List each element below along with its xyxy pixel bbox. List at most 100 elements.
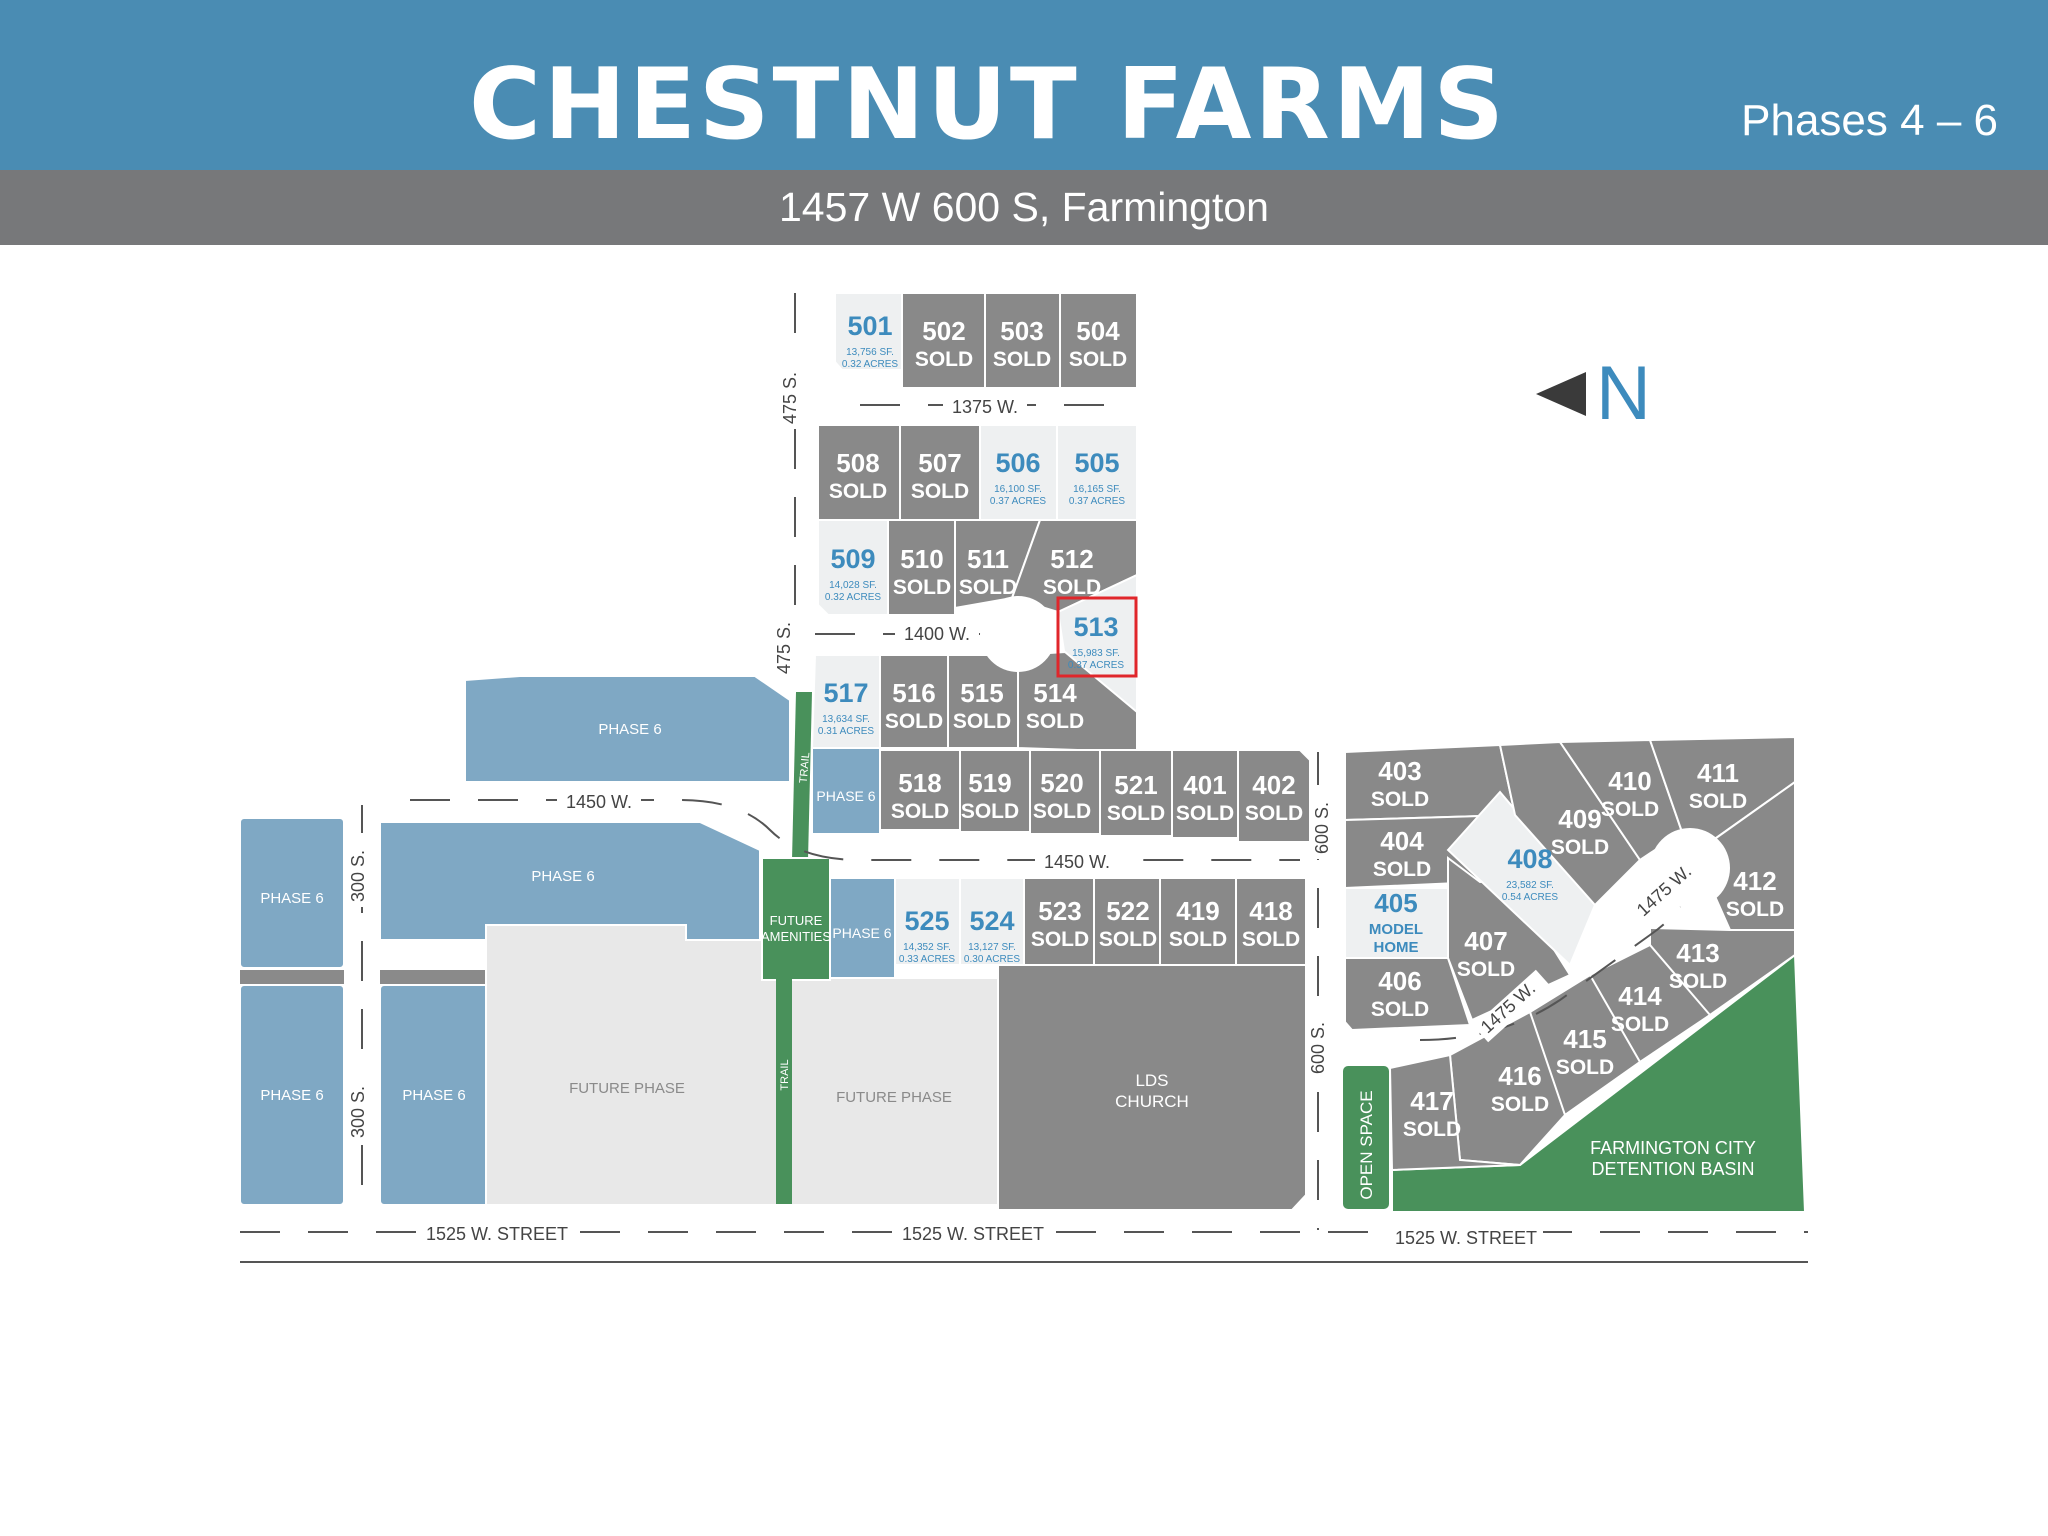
map-shapes [239, 292, 1807, 1213]
lot-504-status: SOLD [1069, 348, 1127, 371]
lot-520-number: 520 [1040, 768, 1083, 798]
lot-505-sqft: 16,165 SF. [1073, 484, 1121, 495]
lot-501-sqft: 13,756 SF. [846, 347, 894, 358]
street-label-600s-north: 600 S. [1312, 802, 1332, 854]
phase6-area-east-a [811, 747, 881, 835]
lot-513-sqft: 15,983 SF. [1072, 648, 1120, 659]
future-phase-east [789, 977, 999, 1206]
lot-513-number: 513 [1073, 612, 1118, 642]
lot-412-status: SOLD [1726, 898, 1784, 921]
phase6-label-central-b: PHASE 6 [402, 1087, 465, 1104]
phase6-label-north: PHASE 6 [598, 721, 661, 738]
lot-407-number: 407 [1464, 926, 1507, 956]
lot-401-status: SOLD [1176, 802, 1234, 825]
lot-522-status: SOLD [1099, 928, 1157, 951]
lot-409-number: 409 [1558, 804, 1601, 834]
lot-410-number: 410 [1608, 766, 1651, 796]
lot-509-acres: 0.32 ACRES [825, 592, 881, 603]
lot-408-number: 408 [1507, 844, 1552, 874]
street-label-1450w-west-bg [557, 791, 641, 813]
lot-501 [834, 292, 903, 371]
lot-503-status: SOLD [993, 348, 1051, 371]
street-label-600s-south: 600 S. [1308, 1022, 1328, 1074]
lot-417 [1388, 1053, 1521, 1172]
lot-510-number: 510 [900, 544, 943, 574]
lot-405-status-line2: HOME [1374, 939, 1419, 956]
lot-511-status: SOLD [959, 576, 1017, 599]
phase6-label-west-b: PHASE 6 [260, 1087, 323, 1104]
lot-523-status: SOLD [1031, 928, 1089, 951]
lot-508-status: SOLD [829, 480, 887, 503]
lot-515-number: 515 [960, 678, 1003, 708]
lot-507-status: SOLD [911, 480, 969, 503]
trail-label-north: TRAIL [798, 752, 813, 784]
lot-516-number: 516 [892, 678, 935, 708]
lot-525-acres: 0.33 ACRES [899, 954, 955, 965]
divider-strip [380, 970, 490, 984]
phase6-label-central: PHASE 6 [531, 868, 594, 885]
cul-de-sac-1400w [980, 596, 1056, 672]
street-label-1525w-east: 1525 W. STREET [1395, 1228, 1537, 1248]
lot-517-sqft: 13,634 SF. [822, 714, 870, 725]
lot-409-status: SOLD [1551, 836, 1609, 859]
lot-415-status: SOLD [1556, 1056, 1614, 1079]
lot-506-acres: 0.37 ACRES [990, 496, 1046, 507]
lot-409 [1498, 740, 1642, 907]
lot-414-status: SOLD [1611, 1013, 1669, 1036]
lot-520-status: SOLD [1033, 800, 1091, 823]
header-bar [0, 0, 2048, 170]
future-phase-west [485, 924, 781, 1206]
lot-406-status: SOLD [1371, 998, 1429, 1021]
lot-408-acres: 0.54 ACRES [1502, 892, 1558, 903]
north-arrow-icon [1536, 372, 1586, 416]
lot-513-highlight-box [1056, 596, 1138, 678]
lot-502-number: 502 [922, 316, 965, 346]
lot-401-number: 401 [1183, 770, 1226, 800]
lot-515-status: SOLD [953, 710, 1011, 733]
lot-508-number: 508 [836, 448, 879, 478]
lot-413-number: 413 [1676, 938, 1719, 968]
lot-514-number: 514 [1033, 678, 1077, 708]
future-phase-label-east: FUTURE PHASE [836, 1089, 952, 1106]
lot-518-number: 518 [898, 768, 941, 798]
lot-404-number: 404 [1380, 826, 1424, 856]
lot-510-status: SOLD [893, 576, 951, 599]
phase6-area-west-b [239, 984, 345, 1206]
phase6-area-west-a [239, 817, 345, 969]
lot-414-number: 414 [1618, 981, 1662, 1011]
future-phase-label-west: FUTURE PHASE [569, 1080, 685, 1097]
lot-510 [887, 519, 956, 616]
lot-419-status: SOLD [1169, 928, 1227, 951]
street-label-1525w-west: 1525 W. STREET [426, 1224, 568, 1244]
lot-415-number: 415 [1563, 1024, 1606, 1054]
lot-506-sqft: 16,100 SF. [994, 484, 1042, 495]
street-label-475s-north-bg [785, 355, 807, 429]
lot-519-status: SOLD [961, 800, 1019, 823]
lot-410-status: SOLD [1601, 798, 1659, 821]
lot-521-number: 521 [1114, 770, 1157, 800]
lot-503-number: 503 [1000, 316, 1043, 346]
phase6-label-east-a: PHASE 6 [816, 788, 875, 804]
lot-521-status: SOLD [1107, 802, 1165, 825]
street-label-300s-north-bg [353, 833, 375, 907]
lot-509-sqft: 14,028 SF. [829, 580, 877, 591]
street-label-475s-north: 475 S. [780, 372, 800, 424]
lot-417-status: SOLD [1403, 1118, 1461, 1141]
lot-522-number: 522 [1106, 896, 1149, 926]
lot-419-number: 419 [1176, 896, 1219, 926]
north-letter: N [1596, 351, 1651, 436]
lot-507-number: 507 [918, 448, 961, 478]
trail-south [776, 978, 792, 1204]
lot-403-status: SOLD [1371, 788, 1429, 811]
lot-505-acres: 0.37 ACRES [1069, 496, 1125, 507]
open-space-label: OPEN SPACE [1357, 1090, 1376, 1199]
lot-411-number: 411 [1697, 758, 1739, 788]
street-label-475s-south: 475 S. [774, 622, 794, 674]
lot-501-number: 501 [847, 311, 892, 341]
future-amenities-area [761, 857, 831, 981]
lot-402-status: SOLD [1245, 802, 1303, 825]
compass: N [1536, 354, 1666, 434]
lot-411-status: SOLD [1689, 790, 1747, 813]
trail-label-south: TRAIL [779, 1059, 791, 1090]
